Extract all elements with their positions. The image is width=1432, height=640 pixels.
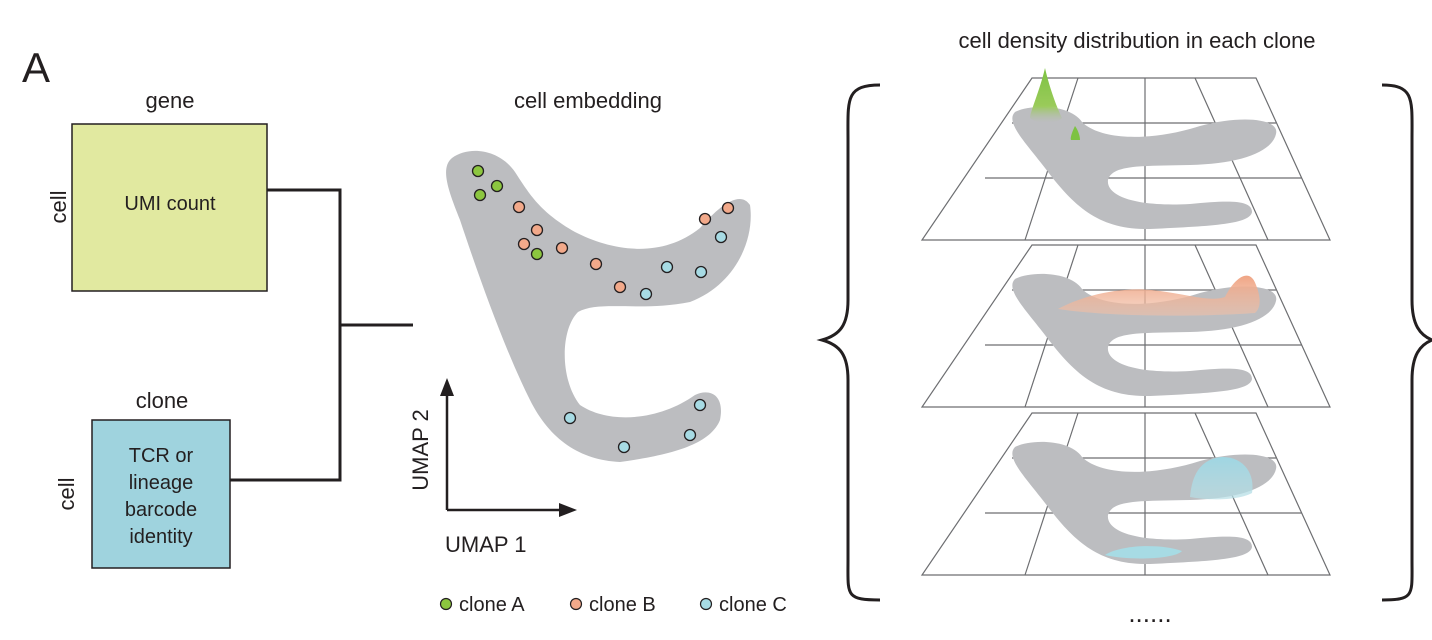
cell-point-clone-b [517,237,531,251]
cell-point-clone-a [530,247,544,261]
cell-point-clone-c [683,428,697,442]
density-flat [1105,546,1182,559]
clone-identity-matrix [91,419,231,569]
embedding-manifold [446,150,751,462]
cell-point-clone-c [617,440,631,454]
cell-point-clone-c [693,398,707,412]
cell-point-clone-a [471,164,485,178]
merge-connector [230,188,413,482]
cell-points [471,164,735,454]
cell-point-clone-c [660,260,674,274]
panel-label: A [22,44,50,91]
cell-point-clone-b [530,223,544,237]
cell-label: cell [54,477,79,510]
x-axis-label: UMAP 1 [445,532,527,557]
cell-point-clone-c [714,230,728,244]
cell-label: cell [46,190,71,223]
cell-point-clone-a [490,179,504,193]
arrow-up-icon [440,378,454,396]
umi-count-matrix [71,123,268,292]
cell-point-clone-b [721,201,735,215]
clone-box-line: barcode [125,499,197,521]
density-peak [1030,68,1062,123]
density-title: cell density distribution in each clone [958,28,1315,53]
legend: clone A clone B clone C [439,594,787,616]
density-plane-clone-a [921,68,1331,241]
cell-point-clone-b [512,200,526,214]
cell-point-clone-c [694,265,708,279]
y-axis-label: UMAP 2 [408,409,433,491]
gene-label: gene [146,88,195,113]
embedding-title: cell embedding [514,88,662,113]
umi-count-label: UMI count [124,193,216,215]
density-plane-clone-b [921,244,1331,408]
cell-point-clone-c [563,411,577,425]
left-brace [816,83,881,602]
legend-swatch-clone-c [699,597,713,611]
density-peak [1070,126,1080,140]
right-brace [1381,83,1432,602]
density-plane-clone-c [921,412,1331,576]
legend-swatch-clone-a [439,597,453,611]
legend-clone-c: clone C [719,594,787,616]
arrow-right-icon [559,503,577,517]
more-clones-ellipsis: ...... [1128,598,1171,628]
cell-point-clone-b [589,257,603,271]
clone-box-line: TCR or [129,445,194,467]
density-hump [1058,275,1260,316]
cell-point-clone-a [473,188,487,202]
legend-clone-a: clone A [459,594,525,616]
cell-point-clone-b [698,212,712,226]
cell-point-clone-c [639,287,653,301]
cell-point-clone-b [613,280,627,294]
legend-swatch-clone-b [569,597,583,611]
cell-point-clone-b [555,241,569,255]
density-dome [1190,457,1253,500]
legend-clone-b: clone B [589,594,656,616]
clone-box-line: identity [129,526,192,548]
clone-box-line: lineage [129,472,194,494]
axes [445,392,562,512]
clone-label: clone [136,388,189,413]
